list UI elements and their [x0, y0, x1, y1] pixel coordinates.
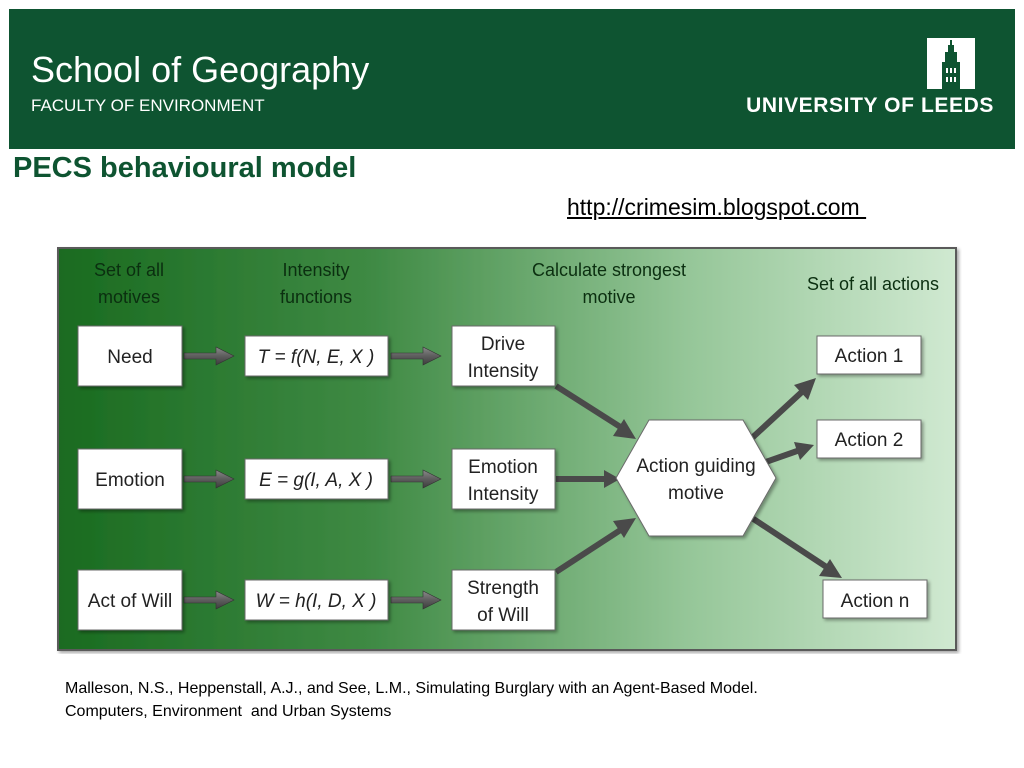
- label-drive-intensity-1: Drive: [481, 334, 525, 355]
- leeds-tower-logo-icon: [927, 38, 975, 89]
- slide-title: PECS behavioural model: [13, 152, 357, 184]
- label-act-of-will: Act of Will: [88, 591, 172, 612]
- box-drive-intensity: [451, 325, 556, 387]
- box-act-of-will: [77, 569, 183, 631]
- label-drive-intensity-2: Intensity: [468, 361, 539, 382]
- heading-motives-2: motives: [98, 287, 160, 307]
- arrow-emotion-intensity-to-hub: [556, 470, 620, 488]
- arrow-hub-to-action-n: [750, 515, 842, 578]
- heading-calculate-1: Calculate strongest: [532, 260, 686, 280]
- box-emotion: [77, 448, 183, 510]
- label-emotion-intensity-2: Intensity: [468, 484, 539, 505]
- label-strength-of-will-1: Strength: [467, 578, 539, 599]
- heading-actions: Set of all actions: [807, 274, 939, 294]
- label-hub-1: Action guiding: [636, 456, 755, 477]
- box-strength-of-will: [451, 569, 556, 631]
- label-action-1: Action 1: [835, 346, 904, 367]
- label-strength-of-will-2: of Will: [477, 605, 529, 626]
- label-function-e: E = g(I, A, X ): [259, 470, 373, 491]
- box-action-n: [822, 579, 928, 619]
- label-emotion: Emotion: [95, 470, 165, 491]
- citation-line-1: Malleson, N.S., Heppenstall, A.J., and S…: [65, 680, 758, 697]
- arrow-hub-to-action-1: [749, 378, 816, 441]
- heading-motives-1: Set of all: [94, 260, 164, 280]
- label-function-t: T = f(N, E, X ): [258, 347, 375, 368]
- faculty-name: FACULTY OF ENVIRONMENT: [31, 96, 265, 115]
- heading-intensity-1: Intensity: [282, 260, 349, 280]
- citation-line-2: Computers, Environment and Urban Systems: [65, 703, 392, 720]
- box-function-w: [244, 579, 389, 621]
- box-emotion-intensity: [451, 448, 556, 510]
- box-action-2: [816, 419, 922, 459]
- hub-action-guiding-motive: [615, 419, 777, 537]
- label-hub-2: motive: [668, 483, 724, 504]
- label-action-n: Action n: [841, 591, 910, 612]
- label-emotion-intensity-1: Emotion: [468, 457, 538, 478]
- citation: Malleson, N.S., Heppenstall, A.J., and S…: [65, 677, 965, 723]
- pecs-diagram: Set of all motives Intensity functions C…: [57, 247, 957, 651]
- box-action-1: [816, 335, 922, 375]
- box-need: [77, 325, 183, 387]
- heading-intensity-2: functions: [280, 287, 352, 307]
- university-name: UNIVERSITY OF LEEDS: [746, 94, 994, 117]
- label-need: Need: [107, 347, 152, 368]
- heading-calculate-2: motive: [582, 287, 635, 307]
- label-function-w: W = h(I, D, X ): [256, 591, 377, 612]
- box-function-e: [244, 458, 389, 500]
- header-banner: [9, 9, 1015, 149]
- school-name: School of Geography: [31, 49, 370, 90]
- arrow-drive-to-hub: [554, 383, 636, 439]
- source-link[interactable]: http://crimesim.blogspot.com: [567, 194, 867, 220]
- box-function-t: [244, 335, 389, 377]
- arrow-strength-to-hub: [554, 518, 636, 575]
- label-action-2: Action 2: [835, 430, 904, 451]
